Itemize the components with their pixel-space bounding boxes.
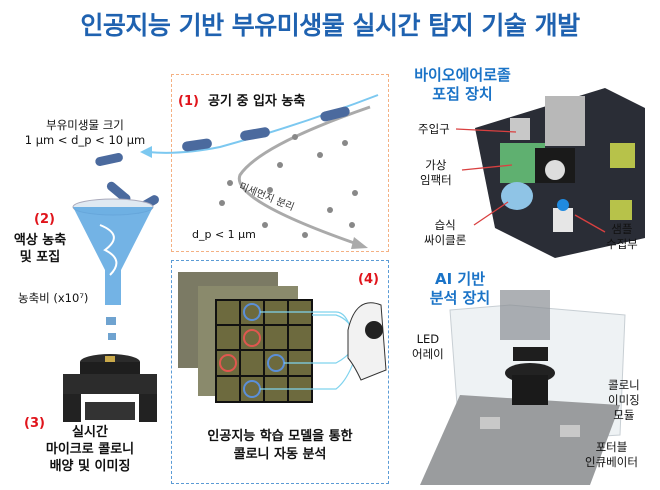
page-title: 인공지능 기반 부유미생물 실시간 탐지 기술 개발 — [80, 11, 580, 40]
size-info: 부유미생물 크기 1 μm < d_p < 10 μm — [10, 118, 160, 148]
step4-number: (4) — [358, 272, 379, 287]
airflow-diagram — [140, 94, 379, 249]
label-imaging-module-line2: 이미징 — [608, 393, 640, 407]
collector-title-line1: 바이오에어로졸 — [414, 66, 511, 84]
label-portable-incubator: 포터블 인큐베이터 — [585, 440, 638, 470]
step2-number: (2) — [34, 212, 55, 227]
label-sample-collector-line2: 수집부 — [606, 237, 638, 251]
ai-analyzer-photo — [420, 290, 626, 485]
liquid-concentration-funnel — [72, 198, 154, 340]
step1-label: 공기 중 입자 농축 — [208, 94, 306, 109]
label-portable-incubator-line1: 포터블 — [595, 440, 628, 454]
collector-title: 바이오에어로졸 포집 장치 — [400, 66, 525, 104]
label-imaging-module-line3: 모듈 — [613, 408, 635, 422]
label-wet-cyclone: 습식 싸이클론 — [424, 218, 466, 248]
step2-line2: 및 포집 — [19, 250, 61, 265]
label-portable-incubator-line2: 인큐베이터 — [585, 455, 638, 469]
analyzer-title: AI 기반 분석 장치 — [410, 270, 510, 308]
fine-dust-particles — [219, 134, 358, 238]
step4-label: 인공지능 학습 모델을 통한 콜로니 자동 분석 — [172, 428, 388, 464]
collector-title-line2: 포집 장치 — [432, 85, 493, 103]
ai-analysis-panel — [171, 260, 389, 484]
bioaerosol-collector-photo — [475, 88, 645, 258]
size-info-range: 1 μm < d_p < 10 μm — [24, 133, 146, 147]
step2-label: 액상 농축 및 포집 — [10, 232, 70, 266]
label-sample-collector: 샘플 수집부 — [606, 222, 638, 252]
label-wet-cyclone-line1: 습식 — [434, 218, 456, 232]
step4-line1: 인공지능 학습 모델을 통한 — [207, 429, 353, 444]
step4-line2: 콜로니 자동 분석 — [233, 447, 327, 462]
particle-concentration-panel — [171, 74, 389, 252]
label-inlet: 주입구 — [418, 122, 450, 136]
label-virtual-impactor: 가상 임팩터 — [420, 158, 452, 188]
label-virtual-impactor-line2: 임팩터 — [420, 173, 452, 187]
step2-line1: 액상 농축 — [13, 233, 67, 248]
label-led-array-line2: 어레이 — [412, 347, 444, 361]
step3-line3: 배양 및 이미징 — [49, 459, 131, 474]
size-info-title: 부유미생물 크기 — [46, 118, 124, 132]
small-particle-label: d_p < 1 μm — [192, 228, 256, 241]
label-led-array: LED 어레이 — [412, 332, 444, 362]
airflow-arrowhead — [140, 146, 152, 158]
step3-label: 실시간 마이크로 콜로니 배양 및 이미징 — [25, 424, 155, 475]
separation-arrow — [237, 105, 371, 247]
ai-head-icon — [347, 302, 387, 381]
bacteria-on-flow — [182, 106, 350, 152]
separation-arrowhead — [351, 237, 368, 249]
step1-number: (1) — [178, 94, 199, 109]
label-imaging-module-line1: 콜로니 — [608, 378, 640, 392]
incubation-stage-device — [63, 354, 157, 422]
label-wet-cyclone-line2: 싸이클론 — [424, 233, 467, 247]
step3-line2: 마이크로 콜로니 — [45, 442, 135, 457]
label-virtual-impactor-line1: 가상 — [425, 158, 447, 172]
label-led-array-line1: LED — [416, 332, 440, 346]
analyzer-title-line2: 분석 장치 — [429, 289, 491, 307]
analyzer-title-line1: AI 기반 — [434, 270, 485, 288]
colony-image-grid — [178, 272, 387, 403]
step3-line1: 실시간 — [72, 425, 108, 440]
step3-number: (3) — [24, 416, 45, 431]
label-sample-collector-line1: 샘플 — [611, 222, 633, 236]
concentration-ratio: 농축비 (x10⁷) — [18, 291, 89, 305]
step1-heading: (1) 공기 중 입자 농축 — [178, 90, 305, 109]
label-imaging-module: 콜로니 이미징 모듈 — [608, 378, 640, 423]
